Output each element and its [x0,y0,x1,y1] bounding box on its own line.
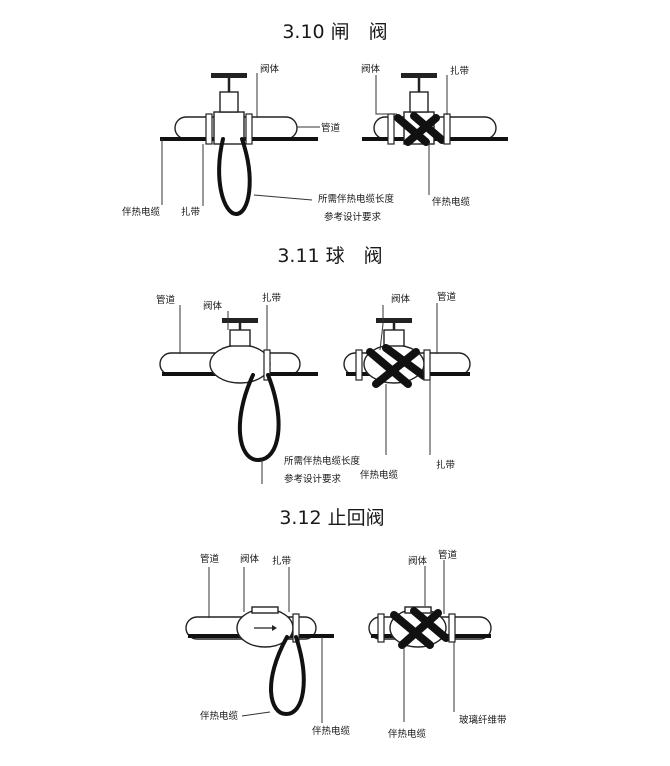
strap-band [387,113,395,145]
check-valve-left-figure: 管道 阀体 扎带 伴热电缆 伴热电缆 [185,553,351,737]
gate-valve-left-figure: 阀体 管道 伴热电缆 扎带 所需伴热电缆长度 参考设计要求 [122,63,395,223]
heat-cable-wrap [410,607,450,642]
label-heat-cable-a: 伴热电缆 [200,710,239,722]
heat-cable-loop [217,137,252,217]
label-heat-cable: 伴热电缆 [388,728,427,740]
ball-valve-right-figure: 阀体 管道 伴热电缆 扎带 [343,291,471,481]
strap-band [377,613,385,643]
section-title: 3.12 止回阀 [279,507,384,529]
check-valve-right-figure: 阀体 管道 伴热电缆 玻璃纤维带 [368,549,507,740]
section-gate-valve: 3.10 闸 阀 阀体 管道 伴热电缆 扎带 所需伴热电缆长度 参考设计要求 [122,21,508,223]
strap-band [443,113,451,145]
section-title: 3.10 闸 阀 [282,21,387,43]
label-valve-body: 阀体 [240,553,260,565]
ball-valve-body [209,344,271,384]
heat-cable-loop [237,373,281,463]
ball-valve-bonnet [229,329,251,347]
label-pipe: 管道 [437,291,457,303]
label-pipe: 管道 [156,294,176,306]
strap-band [205,113,213,145]
label-glass-tape: 玻璃纤维带 [459,714,507,726]
label-note-line1: 所需伴热电缆长度 [318,193,395,205]
gate-valve-bonnet [409,91,429,113]
heat-cable-wrap [390,611,434,649]
label-strap: 扎带 [262,292,282,304]
label-valve-body: 阀体 [391,293,411,305]
section-ball-valve: 3.11 球 阀 管道 阀体 扎带 所需伴热电缆长度 参考设计要求 [156,245,471,485]
leader-line [241,711,271,717]
heat-cable-wrap [372,348,420,388]
heat-cable-wrap [398,609,442,649]
heat-cable-wrap [404,114,440,146]
label-heat-cable: 伴热电缆 [432,196,471,208]
label-valve-body: 阀体 [260,63,280,75]
handwheel-icon [222,318,258,323]
leader-line [375,75,397,115]
heat-cable-wrap [410,112,446,144]
gate-valve-bonnet [219,91,239,113]
section-check-valve: 3.12 止回阀 管道 阀体 扎带 伴热电缆 伴热电缆 [185,507,507,740]
label-strap: 扎带 [181,206,201,218]
label-strap: 扎带 [450,65,470,77]
strap-band [448,613,456,643]
label-pipe: 管道 [438,549,458,561]
label-heat-cable-b: 伴热电缆 [312,725,351,737]
gate-valve-right-figure: 阀体 扎带 伴热电缆 [361,63,508,208]
handwheel-icon [401,73,437,78]
label-note-line1: 所需伴热电缆长度 [284,455,361,467]
label-heat-cable: 伴热电缆 [122,206,161,218]
ball-valve-left-figure: 管道 阀体 扎带 所需伴热电缆长度 参考设计要求 [156,292,361,485]
heat-cable-loop [269,635,306,717]
label-pipe: 管道 [321,122,341,134]
gate-valve-body [213,111,245,145]
leader-line [253,194,313,201]
section-title: 3.11 球 阀 [277,245,382,267]
check-valve-cover [251,606,279,614]
label-heat-cable: 伴热电缆 [360,469,399,481]
leader-line [379,305,384,351]
label-strap: 扎带 [272,555,292,567]
label-note-line2: 参考设计要求 [284,473,342,485]
ball-valve-bonnet [383,329,405,347]
heat-cable-wrap [366,348,412,388]
heat-cable-wrap [382,344,428,380]
label-valve-body: 阀体 [203,300,223,312]
label-strap: 扎带 [436,459,456,471]
heat-cable-wrap [394,114,430,146]
handwheel-icon [211,73,247,78]
label-valve-body: 阀体 [408,555,428,567]
strap-band [355,349,363,381]
label-pipe: 管道 [200,553,220,565]
strap-band [245,113,253,145]
flow-arrow-head-icon [272,625,277,631]
label-valve-body: 阀体 [361,63,381,75]
strap-band [423,349,431,381]
label-note-line2: 参考设计要求 [324,211,382,223]
handwheel-icon [376,318,412,323]
